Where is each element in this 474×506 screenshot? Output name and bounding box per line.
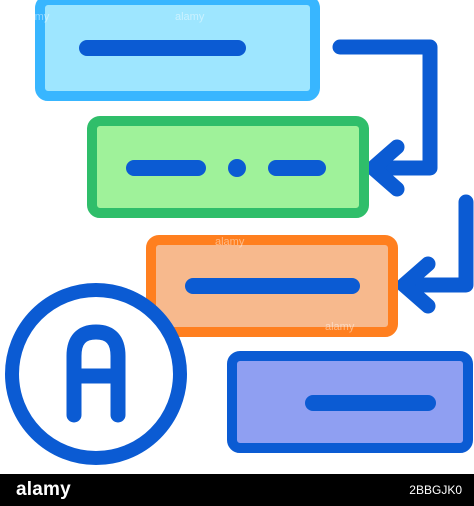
watermark-text: alamy bbox=[20, 11, 50, 23]
step-block-2-dot bbox=[228, 159, 246, 177]
brand-logo: alamy bbox=[16, 479, 71, 500]
watermark-text: alamy bbox=[330, 11, 360, 23]
step-block-4 bbox=[227, 351, 473, 453]
watermark-group: alamy alamy alamy alamy alamy bbox=[20, 11, 360, 333]
step-block-1 bbox=[35, 0, 320, 101]
letter-badge: A bbox=[5, 283, 187, 465]
image-id: 2BBGJK0 bbox=[409, 483, 462, 497]
flow-arrow-1 bbox=[332, 39, 438, 197]
badge-letter-a-shape bbox=[66, 324, 126, 423]
workflow-icon-illustration: A alamy alamy alamy alamy alamy bbox=[5, 0, 474, 465]
flow-arrow-2 bbox=[396, 194, 474, 314]
watermark-text: alamy bbox=[215, 236, 245, 248]
step-block-2 bbox=[87, 116, 369, 218]
watermark-text: alamy bbox=[325, 321, 355, 333]
image-credit-bar: alamy 2BBGJK0 bbox=[0, 474, 474, 506]
watermark-text: alamy bbox=[175, 11, 205, 23]
step-block-3 bbox=[146, 235, 398, 337]
